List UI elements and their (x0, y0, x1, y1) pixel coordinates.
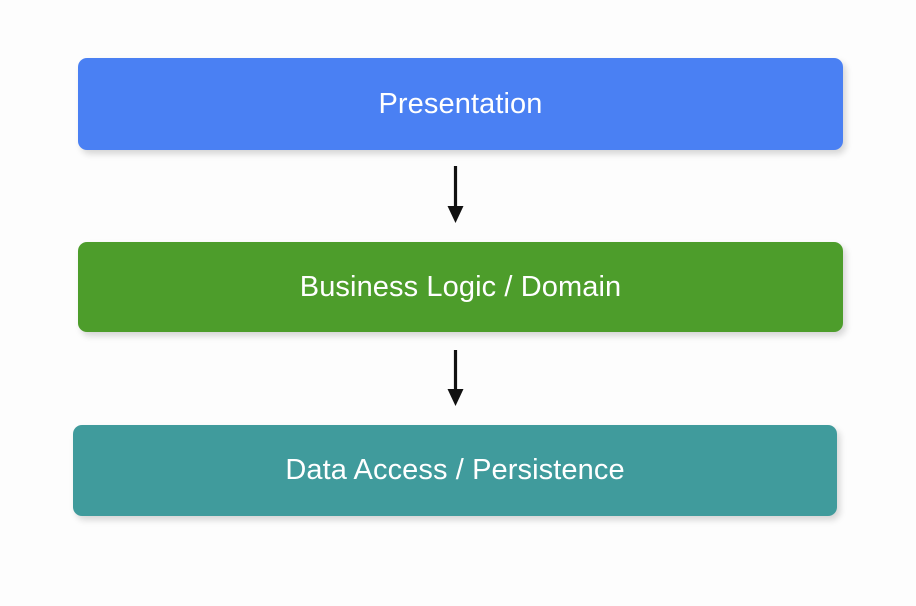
node-business-logic[interactable]: Business Logic / Domain (78, 242, 843, 332)
edge-presentation-to-business-logic (447, 166, 464, 223)
node-presentation-label: Presentation (378, 87, 543, 120)
edge-business-logic-to-data-access (447, 350, 464, 406)
node-business-logic-label: Business Logic / Domain (299, 270, 622, 303)
edge-2-arrowhead-icon (447, 389, 464, 406)
node-presentation[interactable]: Presentation (78, 58, 843, 150)
node-data-access-label: Data Access / Persistence (285, 454, 625, 486)
node-data-access[interactable]: Data Access / Persistence (73, 425, 837, 516)
edge-1-arrowhead-icon (447, 206, 464, 223)
